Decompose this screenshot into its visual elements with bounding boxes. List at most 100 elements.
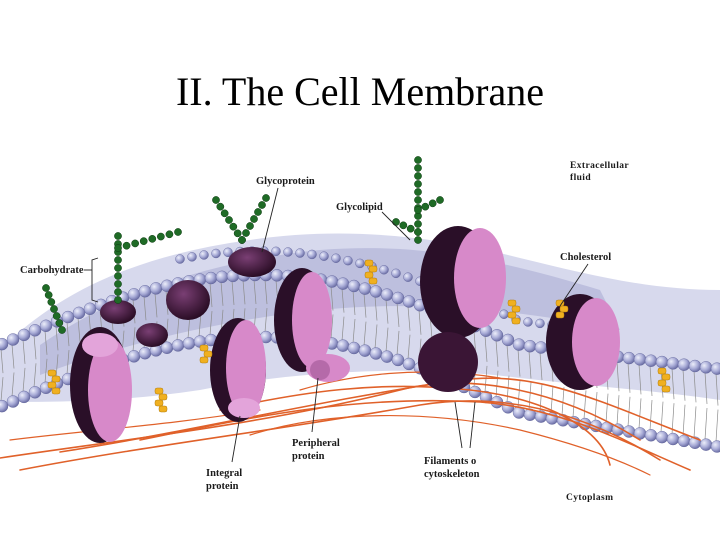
phosphate-head-inner bbox=[710, 440, 720, 453]
lipid-tail bbox=[539, 352, 543, 381]
phosphate-head-outer bbox=[688, 359, 702, 373]
label-cholesterol: Cholesterol bbox=[560, 252, 611, 263]
lipid-tail bbox=[33, 335, 37, 360]
carbohydrate-bead bbox=[414, 164, 422, 172]
carbohydrate-bead bbox=[421, 202, 430, 211]
label-glycolipid: Glycolipid bbox=[336, 202, 383, 213]
phosphate-head-back bbox=[403, 272, 413, 282]
carbohydrate-bead bbox=[58, 326, 66, 334]
phosphate-head-outer bbox=[523, 339, 537, 353]
phosphate-head-back bbox=[187, 252, 197, 262]
lipid-tail bbox=[352, 290, 356, 316]
lipid-tail bbox=[143, 296, 147, 321]
phosphate-head-outer bbox=[17, 328, 31, 342]
phosphate-head-outer bbox=[83, 302, 97, 315]
lipid-tail bbox=[55, 354, 59, 379]
lipid-tail bbox=[517, 349, 521, 377]
phosphate-head-inner bbox=[336, 339, 350, 352]
peripheral-leader bbox=[311, 377, 319, 433]
phosphate-head-back bbox=[379, 265, 389, 275]
phosphate-head-outer bbox=[347, 279, 361, 293]
lipid-tail bbox=[33, 363, 37, 388]
integral-protein bbox=[274, 268, 332, 372]
phosphate-head-outer bbox=[710, 362, 720, 375]
carbohydrate-bead bbox=[55, 319, 64, 327]
phosphate-head-outer bbox=[0, 337, 9, 351]
carbohydrate-bead bbox=[220, 209, 229, 218]
phosphate-head-outer bbox=[138, 285, 152, 298]
lipid-tail bbox=[539, 384, 543, 412]
carbohydrate-chains bbox=[42, 156, 444, 334]
lipid-tail bbox=[715, 373, 719, 406]
carbohydrate-bead bbox=[414, 196, 422, 204]
phosphate-head-inner bbox=[677, 434, 691, 448]
lipid-tail bbox=[231, 280, 235, 305]
lipid-tail bbox=[660, 401, 664, 433]
carbohydrate-bead bbox=[174, 228, 182, 236]
lipid-tail bbox=[704, 407, 708, 440]
phosphate-head-outer bbox=[270, 269, 284, 282]
surface-protein-globule bbox=[136, 323, 168, 347]
carbohydrate-bead bbox=[414, 228, 422, 236]
carbohydrate-bead bbox=[114, 264, 122, 272]
lipid-tail bbox=[616, 395, 620, 425]
phosphate-head-back bbox=[499, 309, 509, 319]
lipid-tail bbox=[385, 299, 389, 324]
label-carbohydrate: Carbohydrate bbox=[20, 265, 84, 276]
carbohydrate-bead bbox=[414, 172, 422, 180]
phosphate-head-inner bbox=[171, 339, 185, 352]
lipid-tail bbox=[363, 321, 367, 346]
lipid-tail bbox=[22, 339, 26, 364]
integral-protein bbox=[70, 327, 132, 443]
lipid-tail bbox=[616, 361, 620, 392]
carbohydrate-bead bbox=[165, 230, 174, 239]
lipid-tail bbox=[0, 349, 4, 374]
phosphate-head-back bbox=[211, 248, 221, 259]
lipid-tail bbox=[209, 283, 213, 308]
lipid-tail bbox=[561, 387, 565, 416]
carbohydrate-bead bbox=[216, 202, 225, 211]
lipid-tail bbox=[572, 388, 576, 418]
phosphate-head-back bbox=[523, 317, 533, 327]
phosphate-head-inner bbox=[666, 432, 680, 446]
label-glycoprotein: Glycoprotein bbox=[256, 176, 315, 187]
label-integral-2: protein bbox=[206, 481, 239, 492]
phosphate-head-inner bbox=[138, 347, 152, 360]
carbohydrate-bead bbox=[47, 298, 56, 306]
phosphate-head-outer bbox=[391, 291, 405, 305]
phosphate-head-outer bbox=[380, 288, 394, 301]
carbohydrate-bead bbox=[258, 201, 266, 209]
lipid-tail bbox=[528, 351, 532, 379]
carbohydrate-bead bbox=[414, 180, 422, 188]
lipid-tail bbox=[528, 382, 532, 410]
carbohydrate-bead bbox=[52, 312, 61, 320]
cholesterol-leader bbox=[559, 263, 589, 307]
lipid-tail bbox=[484, 335, 488, 362]
carbohydrate-bead bbox=[436, 196, 444, 204]
slide-title: II. The Cell Membrane bbox=[175, 69, 545, 114]
membrane-top-surface bbox=[0, 233, 720, 402]
phosphate-head-outer bbox=[39, 319, 53, 332]
integral-protein bbox=[210, 318, 266, 422]
carbohydrate-bead bbox=[139, 237, 148, 245]
label-peripheral-2: protein bbox=[292, 451, 325, 462]
lipid-tail bbox=[220, 281, 224, 306]
carbohydrate-bead bbox=[114, 288, 122, 296]
carbohydrate-bead bbox=[114, 280, 122, 288]
lipid-tail bbox=[605, 393, 609, 423]
phosphate-head-outer bbox=[28, 324, 42, 337]
label-peripheral-1: Peripheral bbox=[292, 438, 340, 449]
phosphate-head-inner bbox=[699, 438, 713, 451]
lipid-tail bbox=[11, 344, 15, 369]
phosphate-head-inner bbox=[17, 390, 31, 404]
phosphate-head-inner bbox=[644, 429, 658, 442]
phosphate-head-outer bbox=[149, 282, 163, 295]
carbohydrate-bead bbox=[399, 221, 408, 230]
lipid-tail bbox=[517, 380, 521, 408]
phosphate-head-outer bbox=[358, 282, 372, 295]
phosphate-head-outer bbox=[644, 354, 658, 367]
phosphate-head-back bbox=[283, 247, 293, 257]
phosphate-head-outer bbox=[677, 358, 691, 371]
lipid-tail bbox=[154, 293, 158, 318]
carbohydrate-bead bbox=[114, 296, 122, 304]
